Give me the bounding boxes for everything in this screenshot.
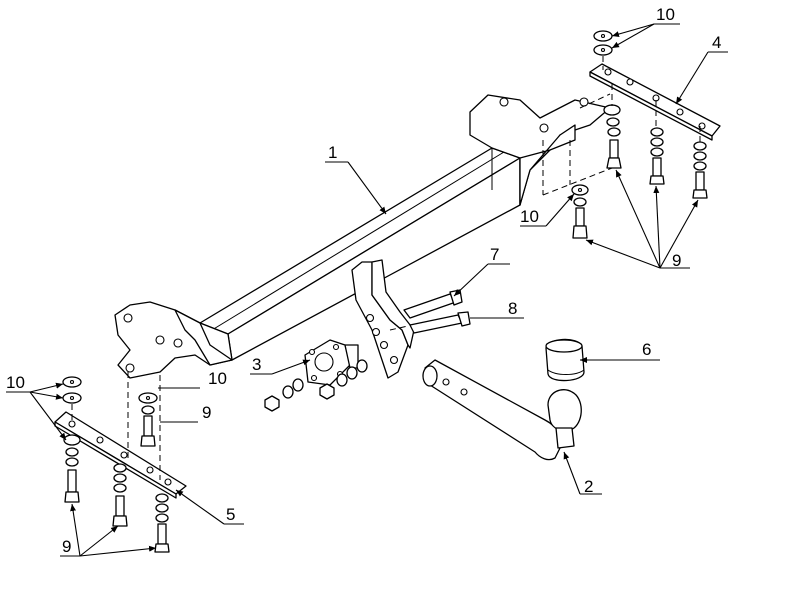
bolt-7 (403, 289, 463, 319)
label-part-10-left-mid: 10 (208, 369, 227, 388)
right-bolt-stack-4 (571, 184, 589, 239)
label-part-3: 3 (252, 355, 261, 374)
right-side-plate (589, 63, 721, 141)
label-part-2: 2 (584, 477, 593, 496)
ball-cover (545, 338, 585, 382)
right-top-washers (593, 30, 613, 56)
socket-plate (304, 339, 359, 386)
right-alignment-dashes (542, 56, 701, 196)
label-part-4: 4 (712, 33, 721, 52)
label-part-5: 5 (226, 505, 235, 524)
right-mounting-bracket (469, 94, 611, 206)
crossbar-beam (199, 147, 521, 361)
callout-labels: 1 2 3 4 5 6 7 8 9 9 9 10 10 10 10 (6, 5, 721, 556)
label-part-10-top-right: 10 (656, 5, 675, 24)
label-part-7: 7 (490, 245, 499, 264)
right-bolt-stack-1 (603, 104, 622, 169)
bolt-8 (389, 311, 471, 334)
label-part-9-left-lower: 9 (62, 537, 71, 556)
label-part-8: 8 (508, 299, 517, 318)
left-mounting-bracket (114, 301, 233, 379)
leader-lines (6, 23, 728, 557)
label-part-1: 1 (328, 143, 337, 162)
left-bolt-stack-3 (154, 493, 170, 553)
label-part-9-right: 9 (672, 251, 681, 270)
socket-fasteners (264, 359, 368, 412)
left-mid-washer-bolt (138, 392, 158, 447)
left-bolt-stack-2 (112, 463, 128, 527)
right-bolt-stack-3 (692, 141, 708, 199)
hitch-plate (351, 259, 415, 379)
label-part-9-left-upper: 9 (202, 403, 211, 422)
left-top-washers (62, 376, 82, 404)
label-part-6: 6 (642, 340, 651, 359)
label-part-10-mid-right: 10 (520, 207, 539, 226)
left-bolt-stack-1 (63, 434, 81, 503)
left-alignment-dashes (71, 372, 161, 480)
right-bolt-stack-2 (649, 127, 665, 185)
label-part-10-left: 10 (6, 373, 25, 392)
tow-ball-arm (422, 359, 582, 461)
